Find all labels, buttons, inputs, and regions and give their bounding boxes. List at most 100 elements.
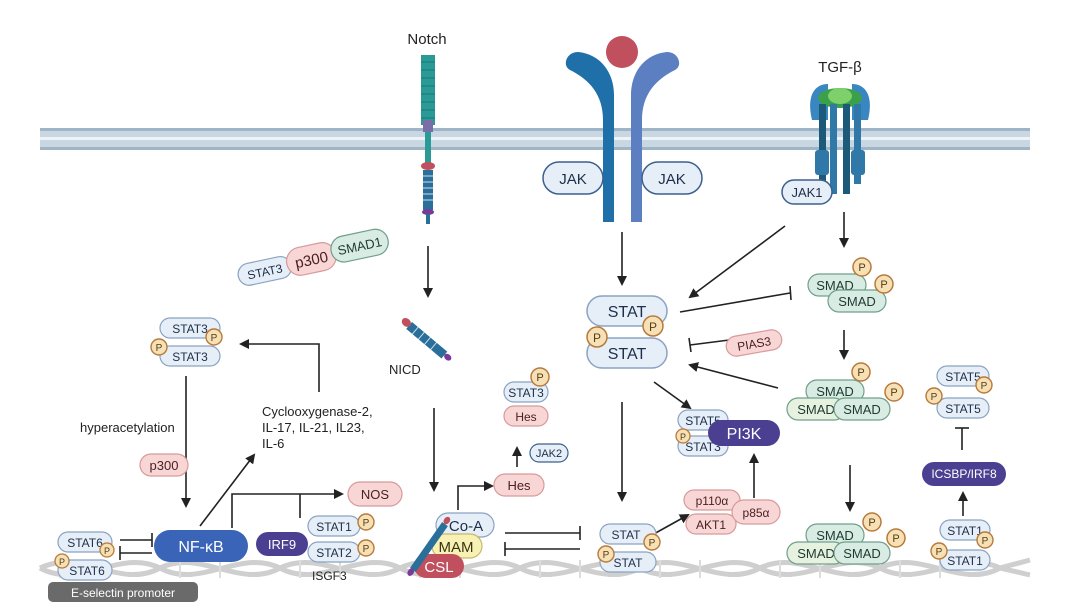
svg-text:P: P [649, 320, 657, 334]
svg-text:JAK2: JAK2 [536, 448, 562, 460]
svg-text:P: P [363, 518, 370, 529]
nos: NOS [347, 481, 403, 507]
svg-text:STAT3: STAT3 [172, 350, 208, 364]
svg-text:P: P [211, 333, 218, 344]
smad-trimer-nucleus: SMAD SMAD SMAD P P [786, 512, 906, 565]
svg-text:STAT6: STAT6 [69, 564, 105, 578]
phospho: P [851, 362, 871, 382]
inhibition-lines [119, 285, 969, 560]
svg-text:SMAD: SMAD [843, 546, 881, 561]
isgf3-complex: IRF9 STAT1 STAT2 P P ISGF3 [256, 513, 375, 583]
svg-text:IL-17, IL-21, IL23,: IL-17, IL-21, IL23, [262, 420, 365, 435]
svg-text:STAT: STAT [608, 304, 647, 321]
phospho: P [530, 367, 550, 387]
svg-text:SMAD: SMAD [797, 546, 835, 561]
smad-phospho-pair: SMAD SMAD P P [807, 257, 894, 313]
svg-text:SMAD: SMAD [816, 528, 854, 543]
svg-text:STAT3: STAT3 [172, 322, 208, 336]
svg-text:P: P [931, 392, 938, 403]
svg-text:P: P [59, 557, 65, 567]
svg-text:NOS: NOS [361, 487, 390, 502]
phospho: P [54, 553, 70, 569]
svg-text:STAT3: STAT3 [508, 386, 544, 400]
stat1-dimer-right: STAT1 STAT1 P P [930, 519, 994, 571]
svg-text:AKT1: AKT1 [696, 518, 726, 532]
phospho: P [976, 531, 994, 549]
svg-text:P: P [649, 538, 656, 549]
svg-text:SMAD: SMAD [816, 278, 854, 293]
phospho: P [925, 387, 943, 405]
hyperacetylation-label: hyperacetylation [80, 420, 175, 435]
svg-text:SMAD: SMAD [838, 294, 876, 309]
svg-text:p300: p300 [294, 249, 330, 273]
nfkb: NF-κB [154, 530, 248, 562]
svg-text:SMAD: SMAD [797, 402, 835, 417]
svg-text:JAK1: JAK1 [791, 185, 822, 200]
svg-text:P: P [104, 546, 110, 556]
svg-text:IRF9: IRF9 [268, 537, 296, 552]
phospho: P [642, 315, 664, 337]
svg-text:P: P [363, 544, 370, 555]
tgfb-label: TGF-β [818, 59, 862, 76]
svg-text:Co-A: Co-A [449, 518, 483, 535]
phospho: P [862, 512, 882, 532]
phospho: P [852, 257, 872, 277]
svg-text:P: P [857, 367, 864, 379]
stat-dimer: STAT STAT P P [586, 295, 668, 369]
svg-text:ICSBP/IRF8: ICSBP/IRF8 [931, 467, 997, 481]
phospho: P [930, 542, 948, 560]
svg-text:STAT: STAT [614, 556, 644, 570]
svg-text:P: P [892, 533, 899, 545]
pias3: PIAS3 [725, 329, 783, 357]
svg-text:IL-6: IL-6 [262, 436, 284, 451]
jak-receptor: JAK JAK [542, 36, 703, 222]
phospho: P [357, 539, 375, 557]
pi3k-complex: STAT5 STAT3 P PI3K [675, 409, 780, 457]
svg-text:P: P [593, 331, 601, 345]
jak-right: JAK [641, 161, 703, 195]
jak1: JAK1 [781, 179, 833, 205]
hes-lower: Hes [493, 473, 545, 497]
svg-text:P: P [880, 279, 887, 291]
arrows [181, 212, 968, 536]
svg-text:P: P [936, 547, 943, 558]
phospho: P [975, 376, 993, 394]
phospho: P [150, 338, 168, 356]
tgfb-receptor: TGF-β JAK1 [781, 59, 870, 205]
stat3-hes-complex: STAT3 P Hes [503, 367, 550, 427]
notch-receptor: Notch [407, 31, 447, 224]
svg-text:P: P [858, 262, 865, 274]
cell-membrane [40, 128, 1030, 150]
icsbp-irf8: ICSBP/IRF8 [922, 462, 1006, 486]
eselectin-promoter: E-selectin promoter [48, 582, 198, 602]
phospho: P [357, 513, 375, 531]
phospho: P [99, 542, 115, 558]
stat5-dimer: STAT5 STAT5 P P [925, 365, 993, 419]
svg-text:PI3K: PI3K [727, 426, 762, 443]
phospho: P [597, 545, 615, 563]
pi3k-subunits: p110α AKT1 p85α [683, 489, 781, 535]
svg-text:P: P [868, 517, 875, 529]
svg-text:SMAD: SMAD [843, 402, 881, 417]
jak-ligand [606, 36, 638, 68]
phospho: P [874, 274, 894, 294]
isgf3-label: ISGF3 [312, 569, 347, 583]
svg-text:CSL: CSL [424, 559, 453, 576]
p300-small: p300 [139, 453, 189, 477]
notch-label: Notch [407, 31, 446, 48]
phospho: P [886, 528, 906, 548]
svg-text:STAT2: STAT2 [316, 546, 352, 560]
nicd: NICD [389, 318, 452, 377]
svg-text:p110α: p110α [696, 494, 729, 508]
jak2: JAK2 [529, 443, 569, 463]
svg-text:MAM: MAM [439, 539, 474, 556]
svg-text:E-selectin promoter: E-selectin promoter [71, 586, 175, 600]
nicd-label: NICD [389, 362, 421, 377]
stat-dimer-nucleus: STAT STAT P P [597, 523, 661, 573]
svg-text:JAK: JAK [559, 171, 587, 188]
phospho: P [675, 428, 691, 444]
phospho: P [586, 326, 608, 348]
svg-text:STAT3: STAT3 [685, 440, 721, 454]
svg-text:STAT1: STAT1 [947, 524, 983, 538]
